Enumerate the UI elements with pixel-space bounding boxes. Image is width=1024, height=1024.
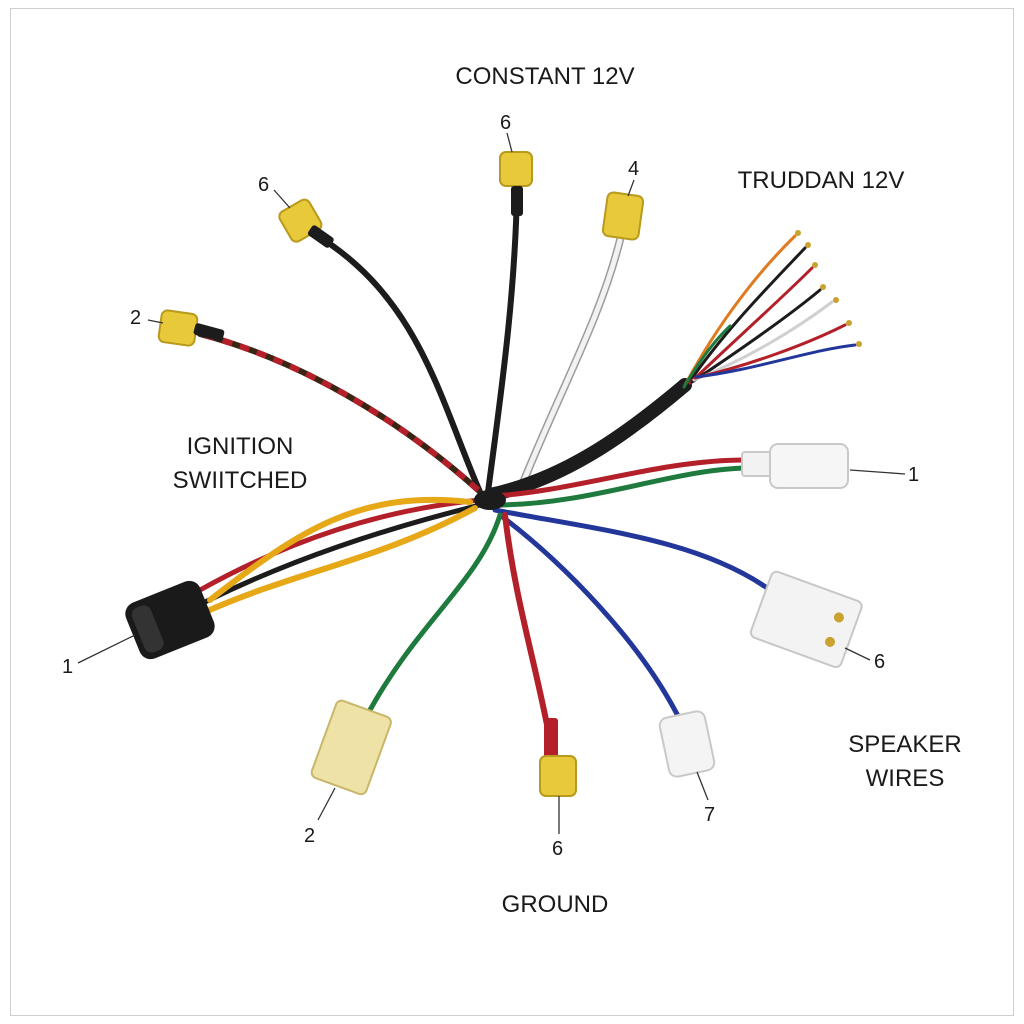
leader-line: [273, 189, 291, 209]
label-ignition-line2: SWIITCHED: [172, 467, 308, 494]
pin-number-right-white-plug: 1: [908, 464, 920, 486]
connector-left-upper: [157, 309, 199, 347]
fan-wire-black-2: [690, 288, 822, 384]
leader-line: [317, 787, 336, 821]
connector-bottom-left: [310, 699, 392, 796]
connector-right-white-plug-body: [769, 443, 849, 489]
label-ignition-line1: IGNITION: [186, 433, 294, 460]
fan-tip: [833, 297, 839, 303]
leader-line: [147, 319, 164, 324]
leader-line: [696, 771, 709, 801]
pin-number-bottom-left-plug: 2: [304, 825, 316, 847]
wire-striped-left-upper-stripe: [199, 331, 481, 493]
fan-wire-orange: [683, 234, 797, 387]
wire-black-top-left: [315, 233, 483, 495]
leader-lines: [77, 132, 906, 834]
wire-green-bottom-left: [367, 512, 503, 713]
fan-tip: [856, 341, 862, 347]
fan-wire-red-1: [688, 266, 814, 385]
fan-tip: [820, 284, 826, 290]
wire-red-left: [197, 497, 483, 593]
fan-tip: [795, 230, 801, 236]
fan-wire-blue: [694, 343, 857, 379]
leader-line: [506, 132, 513, 153]
fan-wire-tips: [795, 230, 862, 347]
pin-number-top-white: 4: [628, 158, 640, 180]
pin-number-left-black-plug: 1: [62, 656, 74, 678]
wire-green-right: [492, 465, 748, 508]
label-speaker-line2: WIRES: [865, 765, 945, 792]
connector-left-black-plug-highlight: [131, 605, 164, 653]
pin-number-top-left: 6: [258, 174, 270, 196]
pin-number-bottom-right-plug: 7: [704, 804, 716, 826]
wire-black-top-center: [485, 187, 520, 495]
label-ignition-switched: IGNITION SWIITCHED: [150, 430, 330, 498]
label-constant-12v: CONSTANT 12V: [455, 63, 635, 90]
harness-hub: [474, 490, 506, 510]
fan-tip: [812, 262, 818, 268]
leader-line: [844, 647, 871, 661]
pin-number-top-center: 6: [500, 112, 512, 134]
pin-number-right-square-plug: 6: [874, 651, 886, 673]
connector-bottom-center: [539, 755, 577, 797]
wire-red-right: [492, 457, 748, 499]
connector-top-left-boot: [307, 225, 334, 248]
wire-black-left: [202, 502, 483, 605]
pin-number-bottom-center-plug: 6: [552, 838, 564, 860]
connector-top-white: [601, 191, 645, 241]
connector-pin: [833, 612, 844, 623]
pin-number-left-upper: 2: [130, 307, 142, 329]
label-ground: GROUND: [501, 891, 609, 918]
connector-left-upper-boot: [193, 323, 225, 342]
wire-black-sheath: [483, 378, 692, 502]
connector-left-black-plug: [125, 580, 215, 660]
wire-yellow-left-b: [202, 505, 478, 615]
connector-top-center-boot: [511, 186, 523, 216]
bundle-fanout: [682, 234, 857, 389]
leader-line: [849, 469, 906, 475]
label-speaker-wires: SPEAKER WIRES: [820, 728, 990, 796]
connector-bottom-right: [658, 710, 716, 778]
connector-pin: [825, 636, 836, 647]
label-truddan-12v: TRUDDAN 12V: [737, 167, 905, 194]
wire-blue-right: [492, 507, 773, 593]
wire-yellow-left-a: [207, 496, 473, 603]
fan-wire-black-1: [686, 246, 807, 386]
wire-blue-bottom-right: [497, 512, 683, 723]
connector-right-square-plug: [749, 570, 863, 669]
connector-bottom-center-boot: [544, 718, 558, 758]
leader-line: [77, 634, 136, 664]
fan-wire-green: [682, 324, 732, 389]
connector-top-center: [499, 151, 533, 187]
fan-tip: [846, 320, 852, 326]
fan-tip: [805, 242, 811, 248]
connector-bottom-left-body: [310, 699, 392, 796]
wire-white-top-core: [517, 237, 623, 493]
leader-line: [627, 179, 635, 197]
label-speaker-line1: SPEAKER: [848, 731, 962, 758]
wire-red-bottom: [502, 512, 553, 743]
